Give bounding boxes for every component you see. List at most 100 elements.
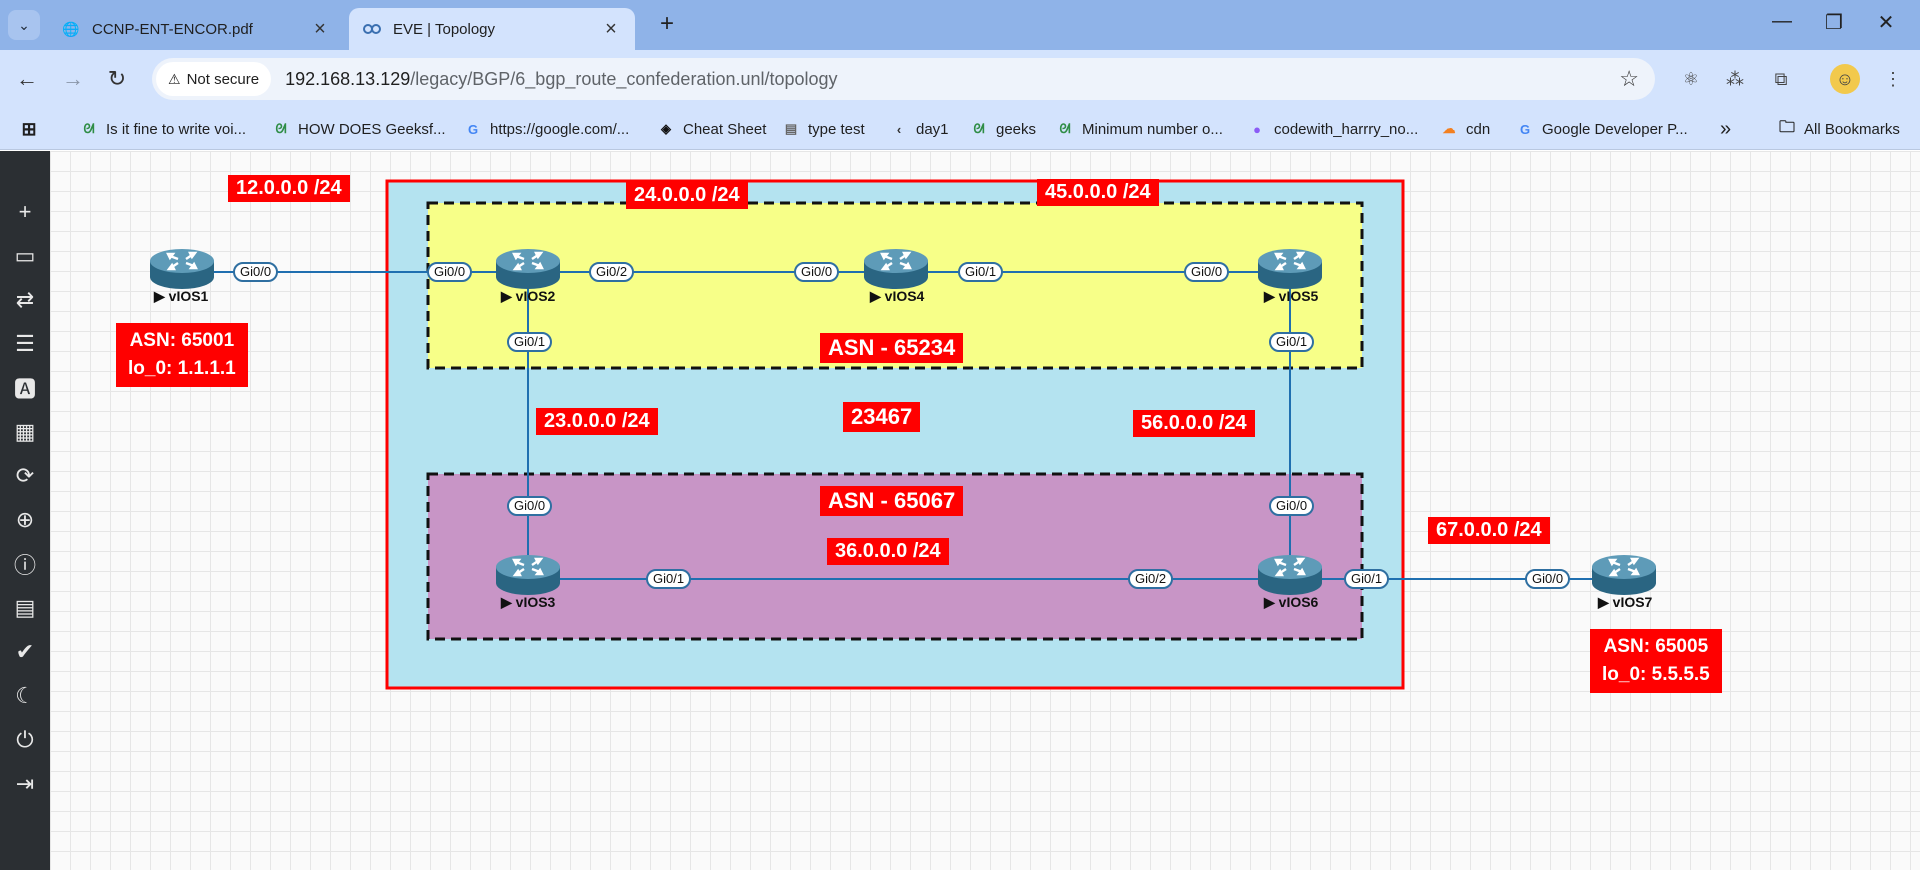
network-label: 36.0.0.0 /24 [827,538,949,565]
port-label[interactable]: Gi0/1 [507,332,553,352]
port-label[interactable]: Gi0/0 [427,262,473,282]
bookmark-label: Cheat Sheet [683,120,767,138]
more-bookmarks-icon[interactable]: » [1720,117,1732,140]
chevron-down-icon: ⌄ [18,16,30,33]
router-name[interactable]: ▶ vIOS2 [501,288,556,304]
address-bar[interactable]: ⚠ Not secure 192.168.13.129/legacy/BGP/6… [152,58,1655,100]
apps-icon[interactable]: ▦ [14,419,36,444]
status-icon[interactable]: ✔ [15,639,35,664]
port-label[interactable]: Gi0/0 [794,262,840,282]
apps-grid-icon[interactable]: ⊞ [21,118,37,139]
r1-asn: ASN: 65001 [129,330,235,351]
tab-search-button[interactable]: ⌄ [8,10,40,40]
bookmark-star-icon[interactable]: ☆ [1619,66,1639,91]
confederation-asn-label: 23467 [843,402,921,432]
port-label[interactable]: Gi0/1 [958,262,1004,282]
minimize-icon[interactable]: — [1772,10,1792,32]
port-label[interactable]: Gi0/2 [1128,569,1174,589]
router-label: vIOS2 [515,288,556,304]
close-icon[interactable]: × [605,17,617,40]
all-bookmarks[interactable]: 🗀All Bookmarks [1778,116,1900,142]
port-label[interactable]: Gi0/0 [1525,569,1571,589]
port-label[interactable]: Gi0/1 [1269,332,1315,352]
react-devtools-icon[interactable]: ⚛ [1682,68,1700,89]
forward-icon[interactable]: → [62,66,84,91]
log-icon[interactable]: ▤ [14,595,36,620]
url-text[interactable]: 192.168.13.129/legacy/BGP/6_bgp_route_co… [285,69,1619,90]
router-name[interactable]: ▶ vIOS3 [501,594,556,610]
reload-icon[interactable]: ↻ [107,66,127,91]
google-icon: G [467,121,479,137]
router-icon[interactable] [146,243,218,295]
router-icon[interactable] [492,243,564,295]
menu-icon[interactable]: ⋮ [1884,68,1902,89]
tab-title: CCNP-ENT-ENCOR.pdf [92,20,253,38]
bookmark-item[interactable]: ▤type test [782,116,865,142]
restore-icon[interactable]: ❐ [1825,12,1843,34]
tab-pdf[interactable]: 🌐 CCNP-ENT-ENCOR.pdf × [48,8,344,50]
router-name[interactable]: ▶ vIOS7 [1598,594,1653,610]
bookmark-item[interactable]: ◈Cheat Sheet [657,116,766,142]
port-label[interactable]: Gi0/0 [1269,496,1315,516]
router-icon[interactable] [1254,549,1326,601]
bookmark-item[interactable]: ●codewith_harrry_no... [1248,116,1418,142]
close-icon[interactable]: × [314,17,326,40]
tab-title: EVE | Topology [393,20,496,38]
eve-sidebar: + ▭ ⇄ ☰ 🅰 ▦ ⟳ ⊕ ⓘ ▤ ✔ ☾ ⏻ ⇥ [0,151,50,870]
topology-canvas[interactable]: ASN - 65234 23467 ASN - 65067 12.0.0.0 /… [50,151,1920,870]
new-tab-button[interactable]: + [659,10,674,37]
r1-info-box: ASN: 65001 lo_0: 1.1.1.1 [116,323,248,387]
router-name[interactable]: ▶ vIOS4 [870,288,925,304]
router-icon[interactable] [492,549,564,601]
port-label[interactable]: Gi0/0 [233,262,279,282]
router-name[interactable]: ▶ vIOS5 [1264,288,1319,304]
text-icon[interactable]: 🅰 [13,377,36,402]
refresh-icon[interactable]: ⟳ [15,463,35,488]
network-label: 23.0.0.0 /24 [536,408,658,435]
gfg-icon: ᘛ [973,121,985,136]
router-icon[interactable] [1588,549,1660,601]
browser-toolbar: ← → ↻ ⚠ Not secure 192.168.13.129/legacy… [0,50,1920,108]
tab-eve-topology[interactable]: EVE | Topology × [349,8,635,50]
close-window-icon[interactable]: ✕ [1877,12,1895,34]
zoom-icon[interactable]: ⊕ [15,507,35,532]
router-label: vIOS1 [168,288,209,304]
profile-avatar[interactable]: ☺ [1830,64,1860,94]
port-label[interactable]: Gi0/1 [1344,569,1390,589]
router-label: vIOS3 [515,594,556,610]
extensions-puzzle-icon[interactable]: ⧉ [1774,68,1788,89]
back-icon[interactable]: ← [16,66,38,91]
router-icon[interactable] [860,243,932,295]
tab-strip: ⌄ 🌐 CCNP-ENT-ENCOR.pdf × EVE | Topology … [0,0,1920,50]
networks-icon[interactable]: ⇄ [15,287,35,312]
bookmark-label: geeks [996,120,1037,138]
router-icon[interactable] [1254,243,1326,295]
power-icon[interactable]: ⏻ [16,727,34,752]
network-label: 12.0.0.0 /24 [228,175,350,202]
port-label[interactable]: Gi0/0 [507,496,553,516]
logout-icon[interactable]: ⇥ [15,771,35,796]
bookmark-item[interactable]: ‹day1 [890,116,949,142]
port-label[interactable]: Gi0/1 [646,569,692,589]
bookmark-item[interactable]: ☁cdn [1440,116,1491,142]
router-name[interactable]: ▶ vIOS1 [154,288,209,304]
router-label: vIOS4 [884,288,925,304]
port-label[interactable]: Gi0/2 [589,262,635,282]
bookmark-icon: ‹ [896,121,902,137]
port-label[interactable]: Gi0/0 [1184,262,1230,282]
bookmark-item[interactable]: ᘛ geeks [970,116,1036,142]
list-icon[interactable]: ☰ [15,331,35,356]
router-name[interactable]: ▶ vIOS6 [1264,594,1319,610]
info-icon[interactable]: ⓘ [13,553,36,578]
security-chip[interactable]: ⚠ Not secure [156,62,272,96]
network-label: 67.0.0.0 /24 [1428,517,1550,544]
add-icon[interactable]: + [18,199,32,224]
nodes-icon[interactable]: ▭ [14,243,36,268]
extension-dots-icon[interactable]: ⁂ [1726,68,1744,89]
dark-mode-icon[interactable]: ☾ [15,683,35,708]
